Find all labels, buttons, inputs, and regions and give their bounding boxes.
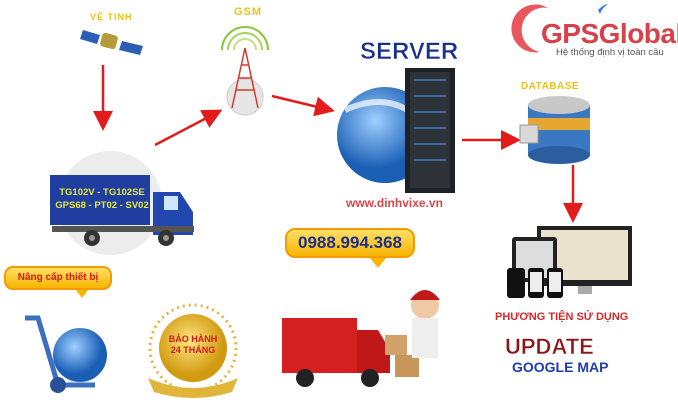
update-label: UPDATE xyxy=(505,334,594,360)
devices-icon xyxy=(507,226,632,298)
warranty-badge-icon xyxy=(148,303,238,398)
warranty-line1: BẢO HÀNH xyxy=(168,334,218,344)
brand-name: GPSGlobal xyxy=(541,18,678,49)
warranty-text: BẢO HÀNH 24 THÁNG xyxy=(160,334,226,356)
website-link[interactable]: www.dinhvixe.vn xyxy=(346,196,443,210)
database-icon xyxy=(519,96,590,164)
delivery-truck-icon xyxy=(282,290,440,387)
database-label: DATABASE xyxy=(521,81,580,92)
google-map-label: GOOGLE MAP xyxy=(512,359,609,375)
server-icon xyxy=(337,68,455,193)
arrows xyxy=(93,65,583,223)
brand-tagline: Hệ thống định vị toàn cầu xyxy=(556,47,664,58)
warranty-line2: 24 THÁNG xyxy=(170,345,216,355)
gsm-tower-icon xyxy=(221,26,269,116)
server-label: SERVER xyxy=(360,38,459,66)
truck-device-models: TG102V - TG102SE GPS68 - PT02 - SV02 xyxy=(54,186,150,212)
gsm-label: GSM xyxy=(234,6,263,18)
hotline-badge[interactable]: 0988.994.368 xyxy=(285,228,415,258)
truck-models-line2: GPS68 - PT02 - SV02 xyxy=(55,200,149,211)
satellite-label: VỆ TINH xyxy=(90,12,133,22)
hand-truck-globe-icon xyxy=(25,315,107,393)
truck-models-line1: TG102V - TG102SE xyxy=(59,187,145,198)
upgrade-badge: Nâng cấp thiết bị xyxy=(4,266,112,290)
devices-label: PHƯƠNG TIỆN SỬ DỤNG xyxy=(495,311,629,323)
truck-icon xyxy=(50,151,194,255)
gpsglobal-logo-mark xyxy=(511,4,608,53)
arrow-gsm-to-server xyxy=(271,94,335,117)
arrow-truck-to-gsm xyxy=(154,109,223,147)
satellite-icon xyxy=(80,30,143,55)
